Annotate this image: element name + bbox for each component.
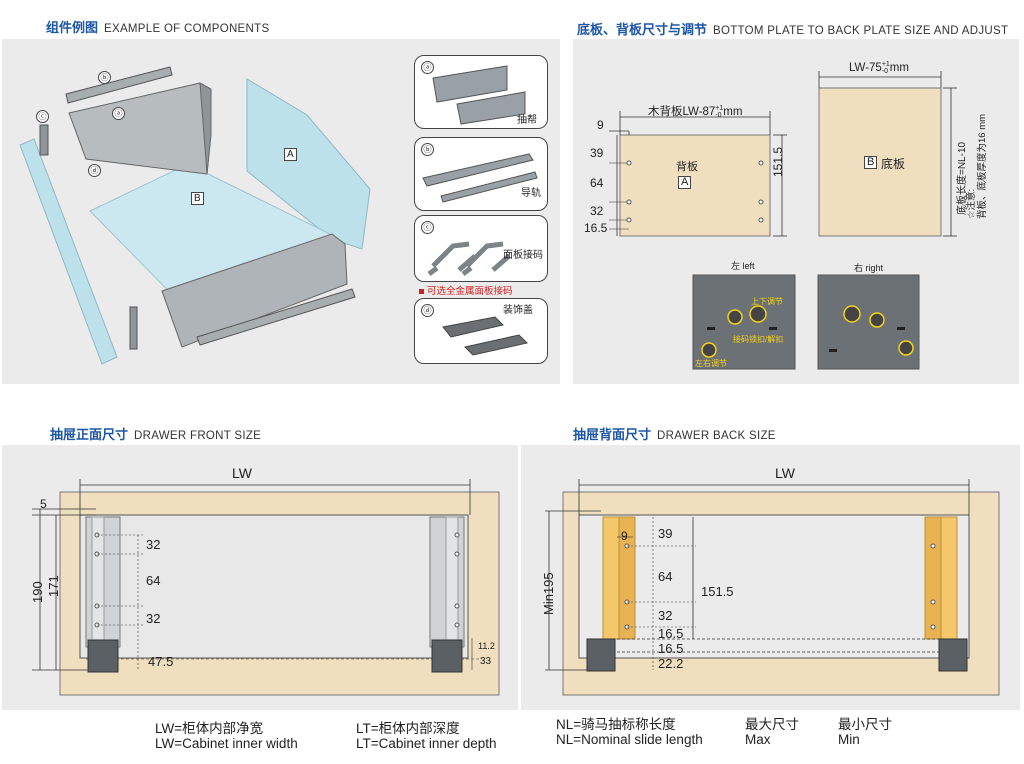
- front-dim-11-2: 11.2: [478, 641, 495, 651]
- thickness-note: ☆注意: 背板、底板厚度为16 mm: [966, 113, 988, 219]
- card-side-wall: ⓐ 抽帮: [414, 55, 548, 129]
- back-plate: [619, 134, 771, 237]
- front-bracket-left: [39, 124, 49, 156]
- bottom-plate-box: B: [864, 156, 878, 169]
- front-dimension-drawing: [32, 479, 500, 696]
- front-dim-190: 190: [30, 581, 45, 603]
- front-dim-171: 171: [46, 575, 61, 597]
- callout-updown: 上下调节: [751, 297, 783, 306]
- bottom-plate-name: 底板: [881, 157, 906, 171]
- dim-32: 32: [590, 204, 604, 218]
- marker-d: ⓓ: [88, 164, 101, 177]
- exploded-drawer-illustration: [19, 66, 371, 365]
- left-runner: [65, 66, 173, 104]
- back-plate-name: 背板: [676, 161, 698, 173]
- front-dim-33: 33: [480, 656, 492, 667]
- legend-max: 最大尺寸 Max: [745, 717, 799, 747]
- front-dim-47-5: 47.5: [148, 654, 174, 669]
- front-glass-panel: [19, 138, 118, 365]
- red-bullet-icon: [419, 288, 424, 294]
- callout-leftright: 左右调节: [695, 359, 727, 368]
- bottom-plate: [818, 87, 942, 237]
- back-glass-panel: [246, 78, 371, 250]
- legend-lt: LT=柜体内部深度 LT=Cabinet inner depth: [356, 721, 497, 751]
- marker-a: ⓐ: [112, 107, 125, 120]
- back-dim-min195: Min195: [541, 572, 556, 615]
- dim-39: 39: [590, 146, 604, 160]
- back-panel: LW Min195 9 39 64 32 151.5 16.5 16.5 22.…: [521, 445, 1020, 710]
- card-front-fitting-label: 面板接码: [503, 250, 543, 261]
- back-plate-box: A: [678, 176, 692, 189]
- legend-lw: LW=柜体内部净宽 LW=Cabinet inner width: [155, 721, 298, 751]
- marker-c: ⓒ: [36, 110, 49, 123]
- panel-a-label: A: [284, 148, 297, 161]
- back-dimension-drawing: [545, 479, 1000, 696]
- back-dim-64: 64: [658, 569, 673, 584]
- card-cover-cap-label: 装饰盖: [503, 305, 533, 316]
- legend-min: 最小尺寸 Min: [838, 717, 892, 747]
- left-photo-label: 左 left: [731, 261, 755, 271]
- front-lw: LW: [232, 465, 252, 481]
- back-dim-22-2: 22.2: [658, 656, 684, 671]
- card-cover-cap: ⓓ 装饰盖: [414, 298, 548, 364]
- back-dim-39: 39: [658, 526, 673, 541]
- back-dim-16-5a: 16.5: [658, 626, 684, 641]
- right-side-wall: [161, 233, 348, 348]
- optional-fitting-note: 可选全金属面板接码: [419, 283, 513, 297]
- back-dim-16-5b: 16.5: [658, 641, 684, 656]
- dim-9: 9: [597, 118, 604, 132]
- card-side-wall-label: 抽帮: [517, 115, 537, 126]
- legend-nl: NL=骑马抽标称长度 NL=Nominal slide length: [556, 717, 703, 747]
- marker-b: ⓑ: [98, 71, 111, 84]
- front-dim-5: 5: [40, 497, 47, 511]
- card-runner: ⓑ 导轨: [414, 137, 548, 211]
- back-dim-151-5: 151.5: [701, 584, 734, 599]
- callout-lock: 接码锁扣/解扣: [733, 335, 784, 344]
- right-runner: [196, 288, 356, 346]
- panel-b-label: B: [191, 192, 204, 205]
- back-height-dim: 151.5: [771, 146, 785, 177]
- dim-64: 64: [590, 176, 604, 190]
- plate-dimension-drawing: [609, 71, 957, 370]
- dim-16-5: 16.5: [584, 221, 608, 235]
- front-panel: LW 5 190 171 32 64 32 47.5 11.2 33: [2, 445, 518, 710]
- front-bracket-right: [129, 306, 138, 350]
- front-dim-32b: 32: [146, 611, 161, 626]
- back-dim-9: 9: [621, 529, 628, 543]
- back-dim-32: 32: [658, 608, 673, 623]
- front-dim-64: 64: [146, 573, 161, 588]
- right-photo-label: 右 right: [854, 263, 884, 273]
- components-panel: ⓑ ⓐ ⓒ ⓓ A B ⓐ 抽帮 ⓑ 导轨 ⓒ 面板接码 可选全金属面板接码 ⓓ: [2, 39, 560, 384]
- card-front-fitting: ⓒ 面板接码: [414, 215, 548, 282]
- front-dim-32a: 32: [146, 537, 161, 552]
- card-runner-label: 导轨: [521, 188, 541, 199]
- back-lw: LW: [775, 465, 795, 481]
